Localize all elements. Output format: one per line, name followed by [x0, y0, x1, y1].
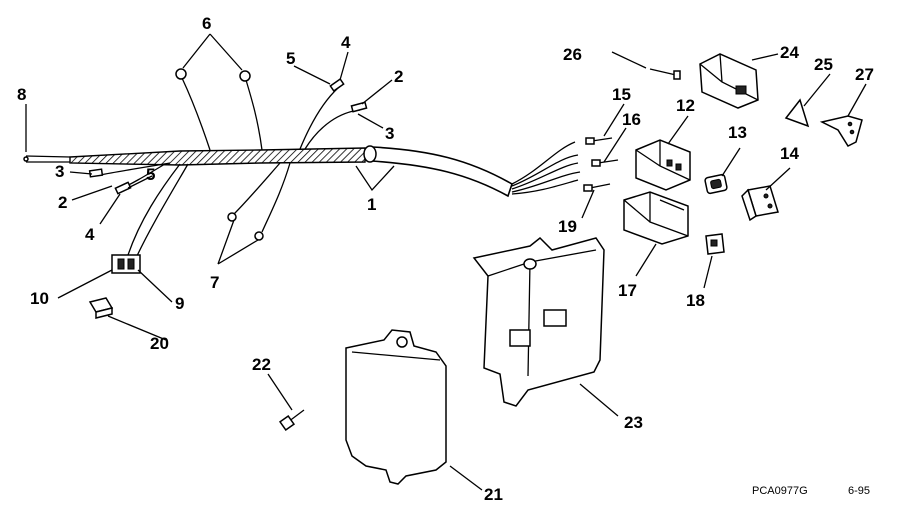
callout-4-lower: 4	[85, 225, 95, 244]
figure-date: 6-95	[848, 485, 870, 497]
callout-13: 13	[728, 123, 747, 142]
connector-14	[741, 185, 779, 222]
callout-26: 26	[563, 45, 582, 64]
wiring-harness	[23, 68, 581, 274]
callout-15: 15	[612, 85, 631, 104]
callout-23: 23	[624, 413, 643, 432]
callout-25: 25	[814, 55, 833, 74]
callout-17: 17	[618, 281, 637, 300]
callout-16: 16	[622, 110, 641, 129]
connector-12	[635, 139, 691, 191]
figure-code: PCA0977G	[752, 485, 808, 497]
connector-17	[623, 191, 689, 245]
callout-22: 22	[252, 355, 271, 374]
callout-3-lower: 3	[55, 162, 64, 181]
lock-18	[705, 233, 725, 255]
callout-7: 7	[210, 273, 219, 292]
callout-5-lower: 5	[146, 165, 155, 184]
connector-24	[699, 53, 759, 109]
seal-13	[704, 173, 728, 195]
leader-lines	[25, 33, 867, 491]
callout-20: 20	[150, 334, 169, 353]
seal-25	[784, 98, 810, 128]
callout-9: 9	[175, 294, 184, 313]
screw-22	[278, 409, 305, 432]
callout-5-upper: 5	[286, 49, 295, 68]
wedge-27	[819, 115, 863, 147]
callout-19: 19	[558, 217, 577, 236]
callout-18: 18	[686, 291, 705, 310]
callout-8: 8	[17, 85, 26, 104]
callout-labels: 6 4 5 2 3 8 3 5 2 4 1 7 10 9 20 26 24 25…	[17, 14, 874, 504]
callout-10: 10	[30, 289, 49, 308]
callout-3-upper: 3	[385, 124, 394, 143]
callout-1: 1	[367, 195, 376, 214]
cover-21	[345, 329, 447, 485]
callout-14: 14	[780, 144, 799, 163]
callout-2-lower: 2	[58, 193, 67, 212]
callout-2-upper: 2	[394, 67, 403, 86]
bracket-23	[472, 236, 605, 407]
callout-6: 6	[202, 14, 211, 33]
bolt-26	[649, 68, 681, 80]
callout-12: 12	[676, 96, 695, 115]
terminal-pins	[583, 137, 619, 192]
callout-27: 27	[855, 65, 874, 84]
callout-21: 21	[484, 485, 503, 504]
callout-4-upper: 4	[341, 33, 351, 52]
fuse-part	[88, 297, 114, 319]
callout-24: 24	[780, 43, 799, 62]
